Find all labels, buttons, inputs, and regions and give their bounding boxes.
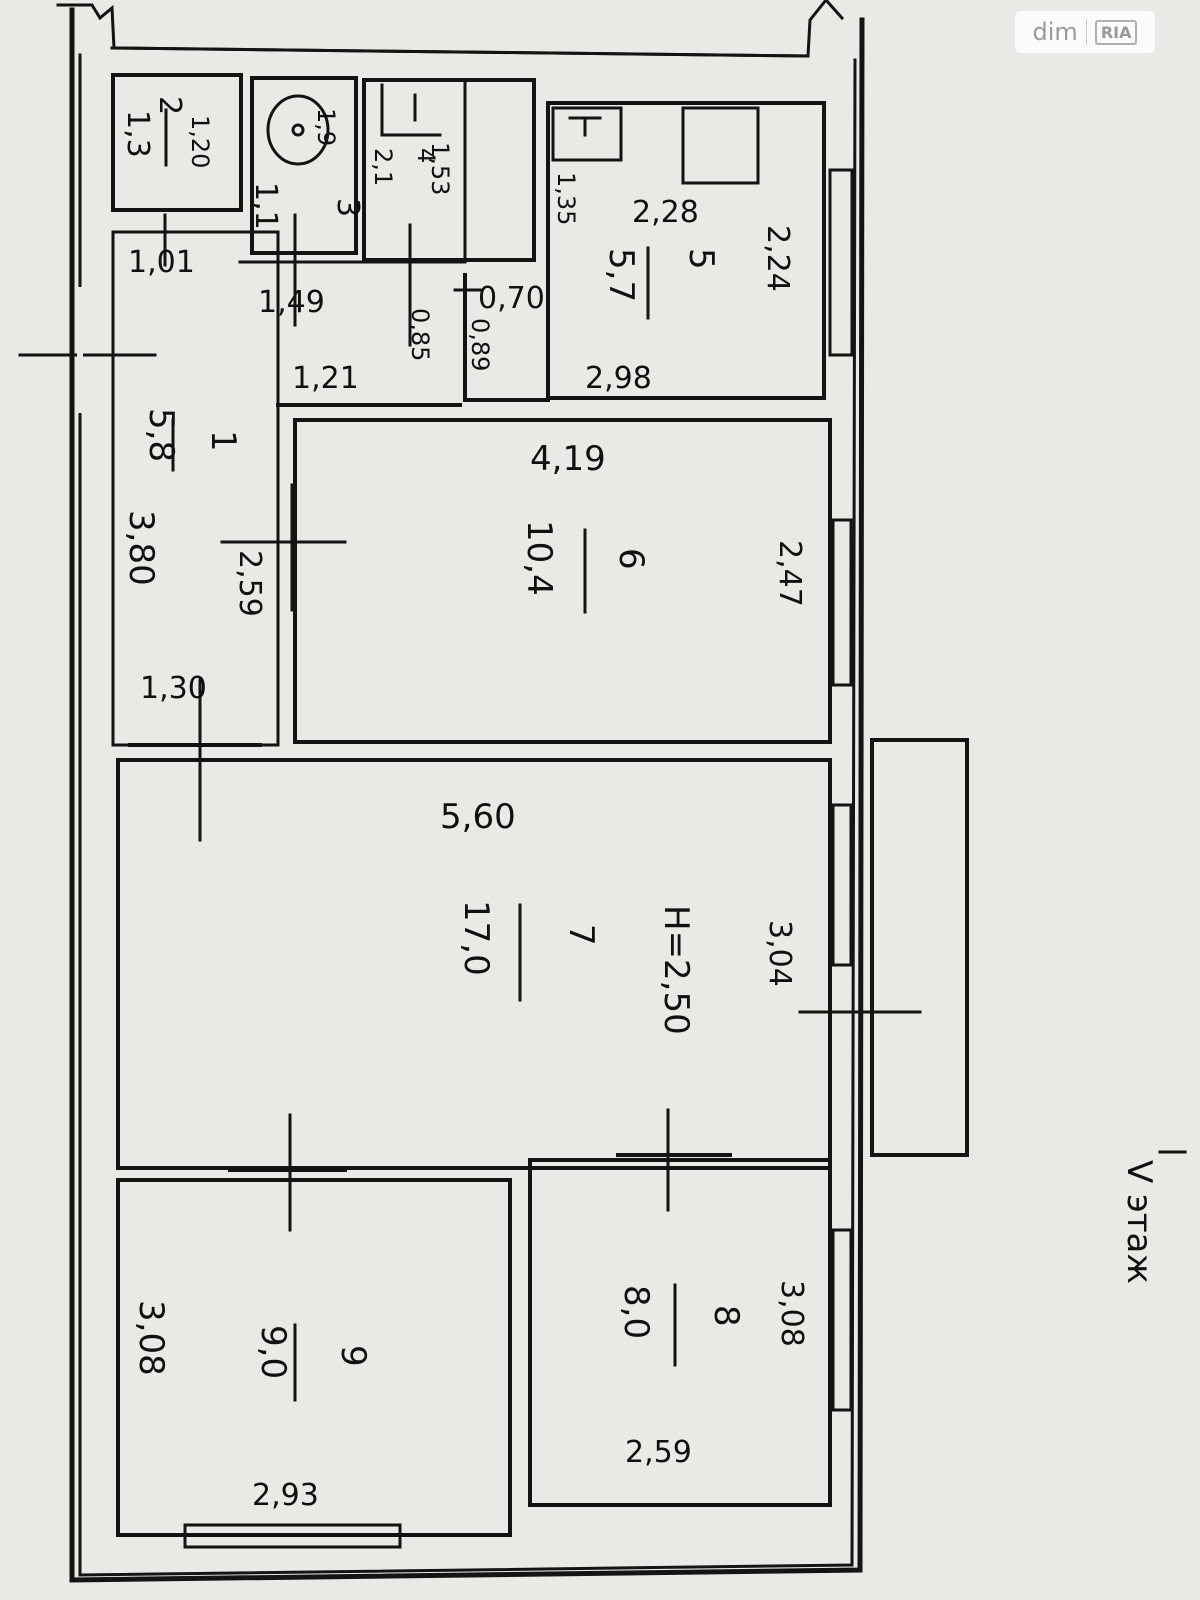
room-6-number: 6 [611,548,651,570]
dim-kitchen-top: 2,28 [632,195,699,230]
room-2-number: 2 [152,96,187,115]
watermark-text: dim [1032,18,1078,46]
room-1-number: 1 [203,430,243,452]
room-8-number: 8 [706,1305,746,1327]
room-9-area: 9,0 [253,1325,293,1379]
dim-room8-bottom: 2,59 [625,1435,692,1470]
watermark-divider [1085,19,1087,45]
door-group [18,213,922,1232]
room-9-outline [116,1178,512,1537]
dimension-labels: 1,20 1,01 1,49 2,1 1,53 0,70 0,89 0,85 1… [121,115,809,1513]
outer-wall [69,7,865,1583]
room-1-outline [111,230,280,747]
dim-room7-top: 5,60 [440,797,516,837]
window-group [828,168,854,1412]
dim-corridor-length: 3,80 [121,510,161,586]
room-8-area: 8,0 [616,1285,656,1339]
dim-room8-side: 3,08 [774,1280,809,1347]
room-4-area: 1,9 [312,108,340,146]
dim-hall-width: 1,21 [292,361,359,396]
balcony [870,738,969,1157]
dim-room9-bottom: 2,93 [252,1478,319,1513]
dim-room6-top: 4,19 [530,439,606,479]
room-5-area: 5,7 [601,248,641,302]
room-5-number: 5 [681,248,721,270]
room-7-area: 17,0 [456,900,496,976]
window-bottom [183,1523,402,1549]
room-7-number: 7 [561,924,601,946]
dim-corridor-top: 1,01 [128,245,195,280]
room-4-number: 4 [412,148,440,163]
room-3-outline [250,76,358,255]
room-7-outline [116,758,832,1170]
room-8-outline [528,1158,832,1507]
dim-r2-height: 1,20 [186,115,214,168]
room-3-area: 1,1 [248,182,283,230]
room-6-outline [293,418,832,744]
room-4-outline [362,78,536,262]
room-9-number: 9 [333,1345,373,1367]
room-2-outline [111,73,243,212]
kitchen-stove [681,106,760,185]
outer-wall-inner [78,53,857,1577]
dim-kitchen-bottom: 2,98 [585,361,652,396]
dim-room9-side: 3,08 [131,1300,171,1376]
dim-bath-a: 2,1 [369,148,397,186]
toilet [266,94,330,166]
floor-label: V этаж [1119,1160,1159,1284]
dim-room6-side: 2,47 [772,540,807,607]
room-5-outline [546,101,826,400]
room-3-number: 3 [330,198,365,217]
room-6-area: 10,4 [519,520,559,596]
dim-ceiling-height: H=2,50 [656,905,696,1035]
dim-kitchen-door: 0,70 [478,281,545,316]
room-labels: 1 5,8 2 1,3 3 1,1 4 1,9 5 5,7 6 10,4 7 1… [120,96,746,1379]
dim-corridor-mid: 2,59 [232,550,267,617]
bath-fixture [380,83,442,137]
watermark: dim RIA [1015,11,1155,53]
dim-wc-width: 1,49 [258,285,325,320]
room-1-area: 5,8 [141,408,181,462]
dim-hall-a: 0,89 [466,318,494,371]
dim-hall-b: 0,85 [406,308,434,361]
fraction-bars [164,108,677,1402]
dim-corridor-bottom: 1,30 [140,671,207,706]
dim-bath-b: 1,53 [426,142,454,195]
dim-kitchen-side: 2,24 [760,225,795,292]
room-2-area: 1,3 [120,110,155,158]
kitchen-sink [551,106,623,162]
dim-kitchen-entry: 1,35 [552,172,580,225]
dim-room7-side: 3,04 [762,920,797,987]
watermark-logo: RIA [1094,19,1138,45]
